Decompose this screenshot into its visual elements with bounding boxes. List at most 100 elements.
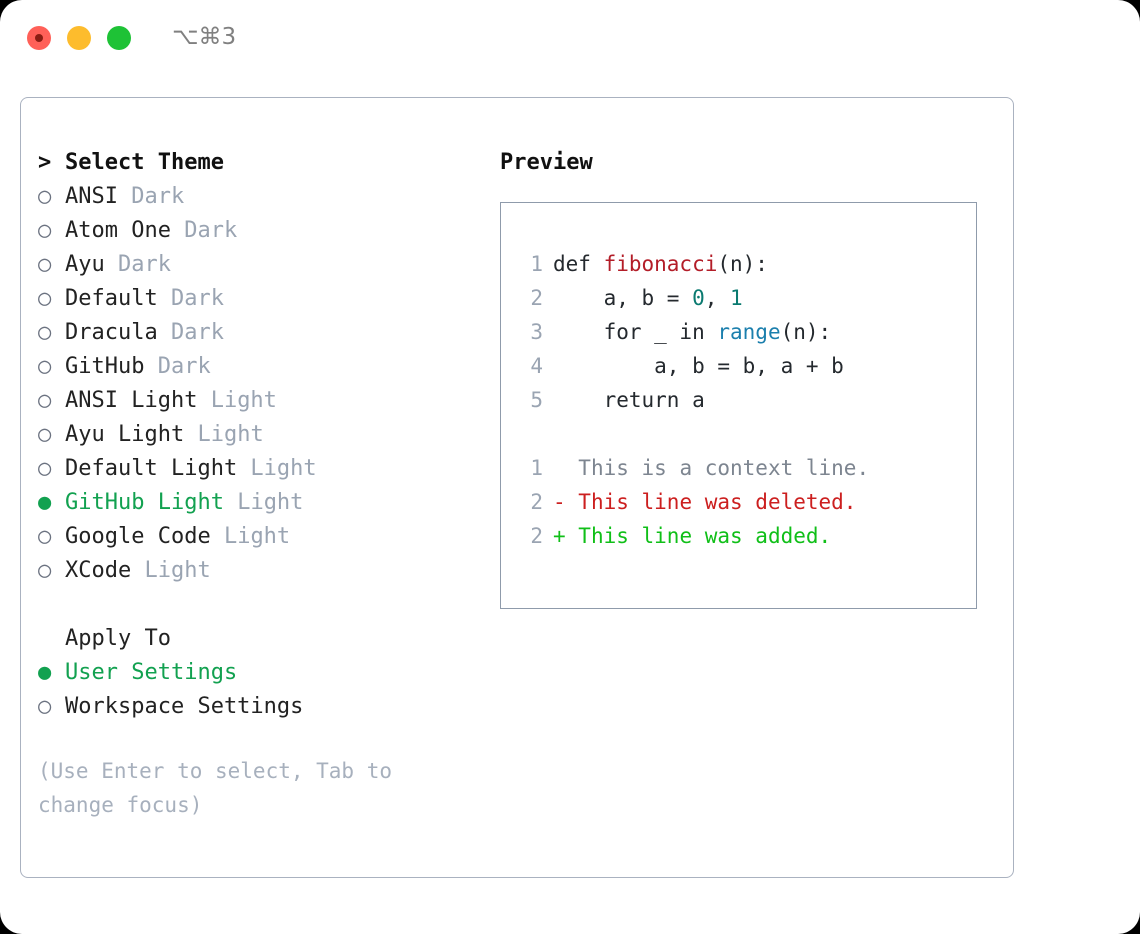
- main-panel: > Select Theme ○ANSI Dark○Atom One Dark○…: [20, 97, 1014, 878]
- radio-unselected-icon[interactable]: ○: [38, 286, 52, 311]
- theme-variant-badge: Light: [184, 422, 264, 447]
- apply-to-option[interactable]: ● User Settings: [38, 656, 478, 690]
- theme-variant-badge: Light: [197, 388, 277, 413]
- diff-line: 1 This is a context line.: [517, 451, 976, 485]
- diff-sign: -: [553, 490, 566, 514]
- traffic-light-buttons: [27, 26, 131, 50]
- theme-variant-badge: Light: [131, 558, 211, 583]
- title-bar: ⌥⌘3: [0, 0, 1140, 78]
- code-line: 3 for _ in range(n):: [517, 315, 976, 349]
- theme-name: Dracula: [65, 320, 158, 345]
- diff-line: 2- This line was deleted.: [517, 485, 976, 519]
- line-number: 2: [530, 524, 543, 548]
- theme-list-item[interactable]: ○Ayu Light Light: [38, 418, 478, 452]
- code-token-plain: a, b = b, a + b: [553, 354, 844, 378]
- radio-unselected-icon[interactable]: ○: [38, 354, 52, 379]
- line-number: 5: [530, 388, 543, 412]
- radio-unselected-icon[interactable]: ○: [38, 694, 52, 719]
- code-token-plain: a, b =: [553, 286, 693, 310]
- radio-unselected-icon[interactable]: ○: [38, 252, 52, 277]
- apply-to-option-label: User Settings: [65, 660, 238, 685]
- theme-name: Atom One: [65, 218, 171, 243]
- theme-variant-badge: Dark: [157, 286, 224, 311]
- theme-name: XCode: [65, 558, 132, 583]
- theme-variant-badge: Light: [210, 524, 291, 549]
- diff-sign: +: [553, 524, 566, 548]
- theme-name: Google Code: [65, 524, 211, 549]
- maximize-button[interactable]: [107, 26, 131, 50]
- code-token-kw: for _ in: [553, 320, 718, 344]
- theme-list-item[interactable]: ● GitHub Light Light: [38, 486, 478, 520]
- theme-variant-badge: Light: [223, 490, 304, 515]
- code-line: 4 a, b = b, a + b: [517, 349, 976, 383]
- keyboard-hint-text: (Use Enter to select, Tab to change focu…: [38, 759, 393, 817]
- theme-name: Default: [65, 286, 158, 311]
- radio-unselected-icon[interactable]: ○: [38, 218, 52, 243]
- radio-unselected-icon[interactable]: ○: [38, 456, 52, 481]
- prompt-caret-icon: >: [38, 150, 52, 175]
- theme-variant-badge: Dark: [144, 354, 211, 379]
- theme-name: Ayu: [65, 252, 105, 277]
- radio-unselected-icon[interactable]: ○: [38, 524, 52, 549]
- line-number: 2: [530, 490, 543, 514]
- theme-list-item[interactable]: ○ Default Light Light: [38, 452, 478, 486]
- theme-list-item[interactable]: ○Dracula Dark: [38, 316, 478, 350]
- theme-list: ○ ANSI Dark ○ Atom One Dark ○ Ayu Dark ○ Defaul…: [38, 180, 478, 588]
- diff-text: This line was deleted.: [565, 490, 857, 514]
- radio-selected-icon[interactable]: ●: [38, 660, 52, 685]
- apply-to-option-label: Workspace Settings: [65, 694, 304, 719]
- page-title: Select Theme: [65, 150, 224, 175]
- preview-title: Preview: [500, 150, 593, 175]
- theme-variant-badge: Light: [237, 456, 317, 481]
- line-number: 2: [530, 286, 543, 310]
- theme-list-item[interactable]: ○ANSI Dark: [38, 180, 478, 214]
- theme-variant-badge: Dark: [170, 218, 238, 243]
- radio-unselected-icon[interactable]: ○: [38, 184, 52, 209]
- radio-selected-icon[interactable]: ●: [38, 490, 52, 515]
- theme-list-item[interactable]: ○ GitHub Dark: [38, 350, 478, 384]
- code-token-fn: fibonacci: [603, 252, 718, 276]
- code-token-call: range: [717, 320, 781, 344]
- apply-to-list: ● User Settings ○ Workspace Settings: [38, 656, 478, 724]
- minimize-button[interactable]: [67, 26, 91, 50]
- code-token-kw: def: [553, 252, 604, 276]
- code-token-kw: return a: [553, 388, 705, 412]
- line-number: 1: [530, 456, 543, 480]
- theme-picker-header: > Select Theme: [38, 146, 478, 180]
- theme-variant-badge: Dark: [104, 252, 171, 277]
- theme-list-item[interactable]: ○ Atom One Dark: [38, 214, 478, 248]
- code-token-num: 1: [730, 286, 743, 310]
- theme-name: ANSI: [65, 184, 118, 209]
- radio-unselected-icon[interactable]: ○: [38, 558, 52, 583]
- code-diff-spacer: [517, 417, 976, 451]
- theme-name: GitHub: [65, 354, 145, 379]
- apply-to-title: Apply To: [65, 626, 171, 651]
- radio-unselected-icon[interactable]: ○: [38, 320, 52, 345]
- line-number: 3: [530, 320, 543, 344]
- code-token-plain: (n):: [717, 252, 768, 276]
- code-token-plain: (n):: [780, 320, 832, 344]
- code-token-plain: ,: [704, 286, 731, 310]
- theme-name: Default Light: [65, 456, 238, 481]
- theme-list-item[interactable]: ○ ANSI Light Light: [38, 384, 478, 418]
- theme-name: ANSI Light: [65, 388, 198, 413]
- theme-list-item[interactable]: ○ Default Dark: [38, 282, 478, 316]
- radio-unselected-icon[interactable]: ○: [38, 422, 52, 447]
- radio-unselected-icon[interactable]: ○: [38, 388, 52, 413]
- theme-picker-column: > Select Theme ○ANSI Dark○Atom One Dark○…: [38, 146, 478, 822]
- code-line: 1 def fibonacci(n):: [517, 247, 976, 281]
- theme-list-item[interactable]: ○ Google Code Light: [38, 520, 478, 554]
- theme-name: GitHub Light: [65, 490, 224, 515]
- line-number: 4: [530, 354, 543, 378]
- theme-list-item[interactable]: ○ XCode Light: [38, 554, 478, 588]
- theme-list-item[interactable]: ○ Ayu Dark: [38, 248, 478, 282]
- line-number: 1: [530, 252, 543, 276]
- code-line: 2 a, b = 0, 1: [517, 281, 976, 315]
- section-spacer: [38, 588, 478, 622]
- diff-text: This is a context line.: [565, 456, 870, 480]
- apply-to-option[interactable]: ○ Workspace Settings: [38, 690, 478, 724]
- close-button[interactable]: [27, 26, 51, 50]
